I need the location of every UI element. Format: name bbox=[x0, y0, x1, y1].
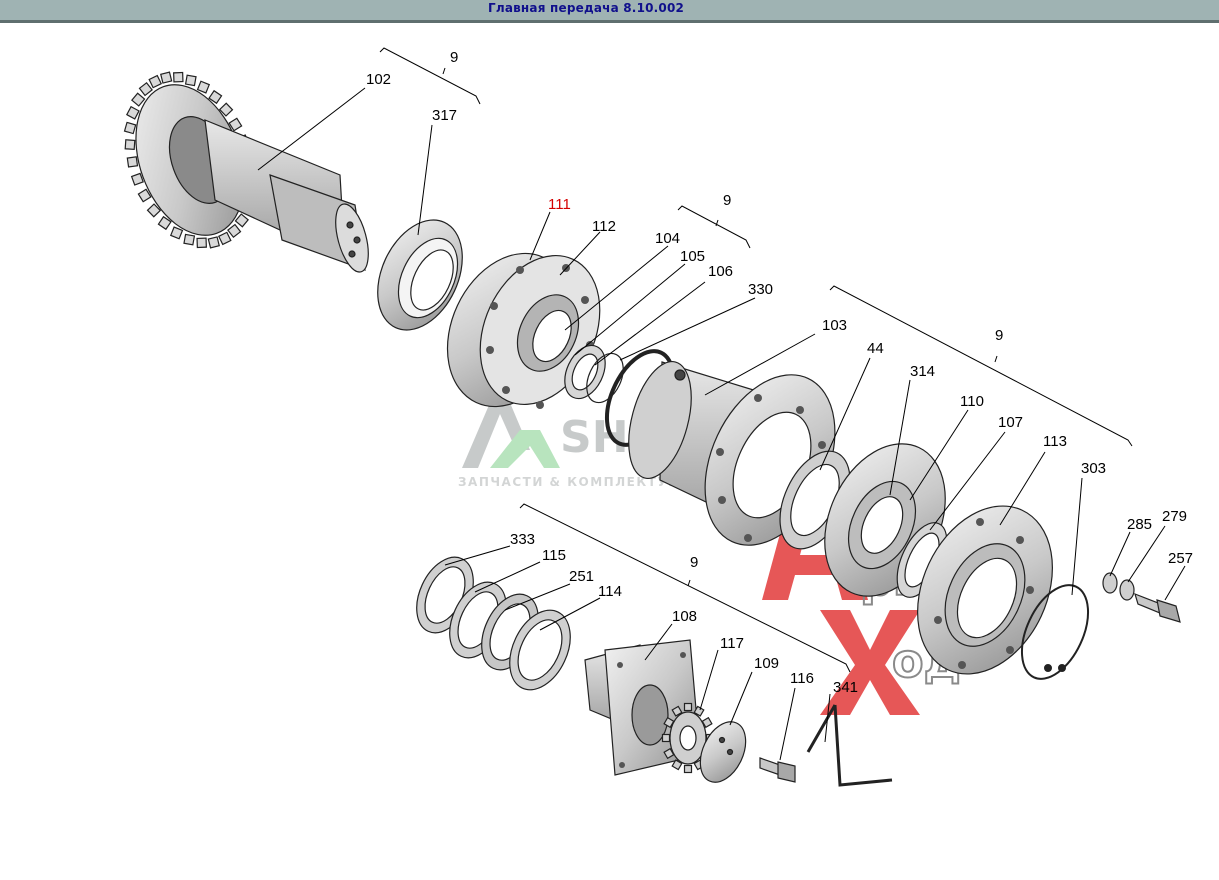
label-102: 102 bbox=[366, 71, 391, 88]
label-114: 114 bbox=[598, 583, 622, 600]
label-257: 257 bbox=[1168, 550, 1193, 567]
label-333: 333 bbox=[510, 531, 535, 548]
leader-lines bbox=[257, 87, 1186, 761]
part-317-bearing bbox=[377, 219, 463, 331]
label-110: 110 bbox=[960, 393, 984, 410]
label-117: 117 bbox=[720, 635, 744, 652]
group-label-2: 9 bbox=[723, 192, 731, 209]
label-317: 317 bbox=[432, 107, 457, 124]
label-105: 105 bbox=[680, 248, 705, 265]
label-104: 104 bbox=[655, 230, 680, 247]
shop-tagline: ЗАПЧАСТИ & КОМПЛЕКТУЮЩИЕ bbox=[458, 475, 722, 489]
label-109: 109 bbox=[754, 655, 779, 672]
label-112: 112 bbox=[592, 218, 616, 235]
part-102-sprocket-shaft bbox=[123, 71, 369, 273]
part-113-end-cover bbox=[917, 505, 1053, 675]
part-257-bolt bbox=[1102, 572, 1181, 623]
group-label-4: 9 bbox=[690, 554, 698, 571]
parts-diagram: SHOP ЗАПЧАСТИ & КОМПЛЕКТУЮЩИЕ ргус од bbox=[0, 23, 1219, 875]
label-113: 113 bbox=[1043, 433, 1067, 450]
label-111: 111 bbox=[548, 196, 571, 213]
label-251: 251 bbox=[569, 568, 594, 585]
label-115: 115 bbox=[542, 547, 566, 564]
label-303: 303 bbox=[1081, 460, 1106, 477]
label-279: 279 bbox=[1162, 508, 1187, 525]
label-44: 44 bbox=[867, 340, 884, 357]
part-104-106-rings bbox=[564, 344, 676, 447]
label-108: 108 bbox=[672, 608, 697, 625]
part-303-snap-ring bbox=[1020, 584, 1090, 680]
part-109-disc bbox=[699, 721, 747, 783]
label-103: 103 bbox=[822, 317, 847, 334]
callout-labels: 102 317 111 112 104 105 106 330 103 44 3… bbox=[366, 49, 1193, 696]
label-314: 314 bbox=[910, 363, 935, 380]
part-116-bolt bbox=[759, 757, 796, 783]
window-titlebar: Главная передача 8.10.002 bbox=[0, 0, 1219, 23]
group-label-3: 9 bbox=[995, 327, 1003, 344]
label-341: 341 bbox=[833, 679, 858, 696]
part-341-hex-key bbox=[806, 704, 893, 787]
label-116: 116 bbox=[790, 670, 814, 687]
label-106: 106 bbox=[708, 263, 733, 280]
group-brackets bbox=[379, 47, 1133, 673]
label-330: 330 bbox=[748, 281, 773, 298]
part-111-112-flange bbox=[446, 252, 601, 409]
group-label-1: 9 bbox=[450, 49, 458, 66]
part-44-ring bbox=[779, 450, 851, 550]
part-333-114-ring-set bbox=[416, 556, 571, 691]
window-title: Главная передача 8.10.002 bbox=[488, 1, 685, 15]
label-107: 107 bbox=[998, 414, 1023, 431]
label-285: 285 bbox=[1127, 516, 1152, 533]
